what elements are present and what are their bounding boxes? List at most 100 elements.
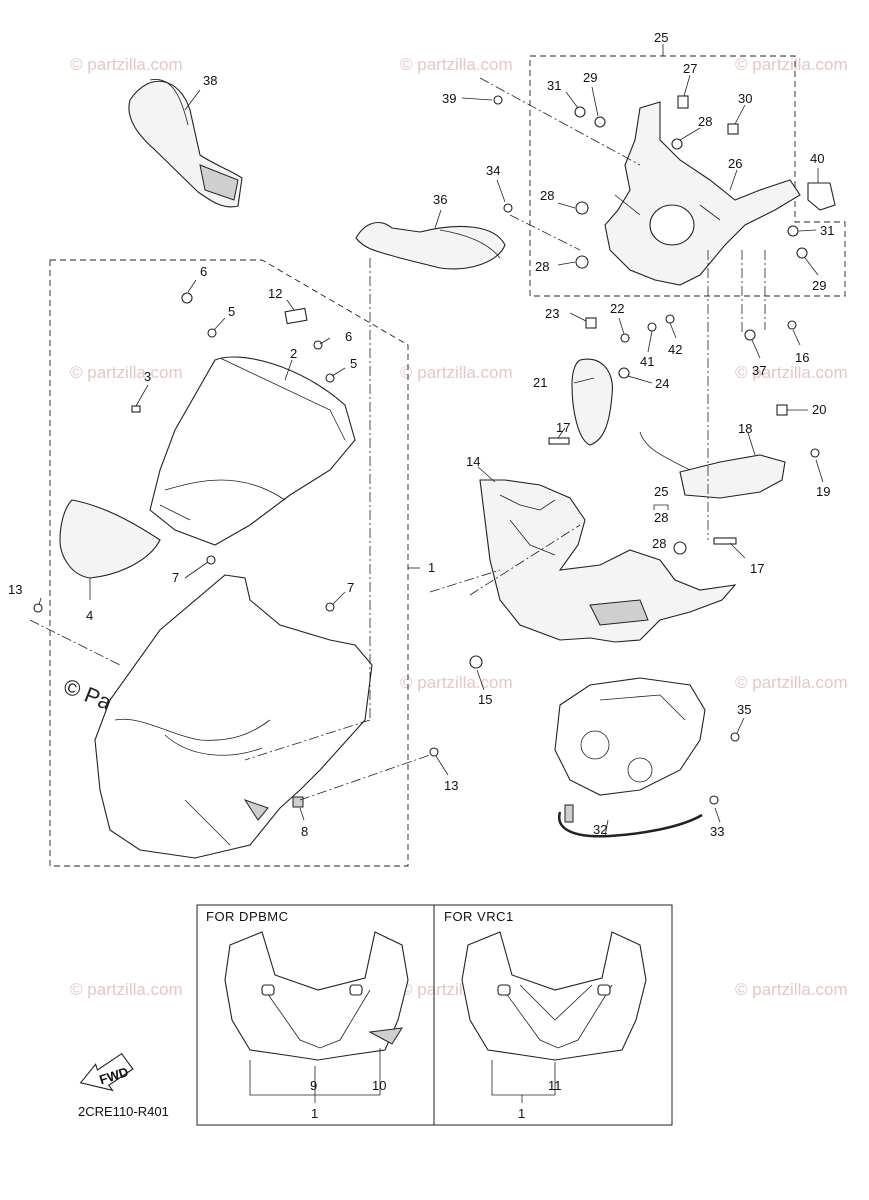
callout: 6 <box>345 329 352 344</box>
callout: 12 <box>268 286 282 301</box>
callout: 27 <box>683 61 697 76</box>
callout: 29 <box>812 278 826 293</box>
callout: 29 <box>583 70 597 85</box>
cable-part-32 <box>558 811 703 838</box>
callout: 28 <box>652 536 666 551</box>
callout: 42 <box>668 342 682 357</box>
group-box-25 <box>529 55 846 297</box>
callout: 21 <box>533 375 547 390</box>
mirror-part-36 <box>355 222 506 270</box>
wire-18 <box>639 431 691 471</box>
vent-left <box>497 984 511 996</box>
leader-lines <box>29 74 824 837</box>
callout: 1 <box>311 1106 318 1121</box>
inner-panel-part-14 <box>479 479 737 643</box>
callout: 28 <box>535 259 549 274</box>
callout: 35 <box>737 702 751 717</box>
diagram-code: 2CRE110-R401 <box>78 1104 169 1119</box>
vent-right <box>349 984 363 996</box>
watermark: © partzilla.com <box>735 363 848 382</box>
turn-signal-part-21 <box>571 358 613 446</box>
callout: 7 <box>172 570 179 585</box>
callout: 9 <box>310 1078 317 1093</box>
callout: 6 <box>200 264 207 279</box>
callout: 2 <box>290 346 297 361</box>
turn-signal-part-18 <box>679 454 786 499</box>
callout: 30 <box>738 91 752 106</box>
callout: 28 <box>654 510 668 525</box>
cowl-variant-dpbmc <box>224 931 409 1061</box>
callout: 15 <box>478 692 492 707</box>
watermark: © partzilla.com <box>735 55 848 74</box>
callout: 13 <box>444 778 458 793</box>
variant-title-dpbmc: FOR DPBMC <box>206 909 289 924</box>
fwd-arrow: FWD <box>79 1052 134 1092</box>
decal-part-10 <box>368 1027 403 1045</box>
windscreen-part-2 <box>149 356 356 546</box>
callout: 24 <box>655 376 669 391</box>
callout: 5 <box>350 356 357 371</box>
fasteners <box>33 95 820 808</box>
upper-cowling-part-1 <box>94 574 373 859</box>
callout: 3 <box>144 369 151 384</box>
bracket-leader <box>491 1060 556 1096</box>
callout: 4 <box>86 608 93 623</box>
callout: 1 <box>518 1106 525 1121</box>
cowl-line <box>264 989 371 1049</box>
callout: 8 <box>301 824 308 839</box>
cowl-variant-vrc1 <box>461 931 647 1061</box>
callout: 14 <box>466 454 480 469</box>
callout: 23 <box>545 306 559 321</box>
callout: 20 <box>812 402 826 417</box>
callout: 31 <box>547 78 561 93</box>
callout: 19 <box>816 484 830 499</box>
callout: 25 <box>654 484 668 499</box>
cowl-line <box>499 984 613 1049</box>
watermark: © partzilla.com <box>735 673 848 692</box>
callout: 32 <box>593 822 607 837</box>
callout: 31 <box>820 223 834 238</box>
watermark: © partzilla.com <box>70 55 183 74</box>
group-box-1 <box>49 259 409 867</box>
bracket-part-40 <box>807 182 836 211</box>
vent-right <box>597 984 611 996</box>
cowl-line <box>519 984 593 1021</box>
callout: 17 <box>556 420 570 435</box>
callout: 28 <box>698 114 712 129</box>
trim-part-4 <box>59 499 161 579</box>
callout: 25 <box>654 30 668 45</box>
watermark: © partzilla.com <box>400 55 513 74</box>
callout: 22 <box>610 301 624 316</box>
callout: 7 <box>347 580 354 595</box>
callouts: 1 2 3 4 5 5 6 6 7 7 8 12 13 13 14 15 16 … <box>8 30 834 839</box>
callout: 10 <box>372 1078 386 1093</box>
callout: 26 <box>728 156 742 171</box>
vent-left <box>261 984 275 996</box>
callout: 13 <box>8 582 22 597</box>
callout: 38 <box>203 73 217 88</box>
variant-title-vrc1: FOR VRC1 <box>444 909 514 924</box>
callout: 17 <box>750 561 764 576</box>
watermark: © partzilla.com <box>70 980 183 999</box>
variant-box: FOR DPBMC FOR VRC1 9 10 1 11 1 <box>196 904 673 1126</box>
bracket-stay-part-26 <box>604 101 801 286</box>
watermark: © partzilla.com <box>400 673 513 692</box>
callout: 41 <box>640 354 654 369</box>
callout: 11 <box>548 1078 562 1093</box>
callout: 5 <box>228 304 235 319</box>
watermark: © partzilla.com <box>70 363 183 382</box>
callout: 18 <box>738 421 752 436</box>
callout: 28 <box>540 188 554 203</box>
callout: 1 <box>428 560 435 575</box>
mirror-part-38 <box>128 79 243 208</box>
callout: 40 <box>810 151 824 166</box>
callout: 39 <box>442 91 456 106</box>
callout: 33 <box>710 824 724 839</box>
connector-32 <box>564 804 574 823</box>
headlight-part-35 <box>554 677 706 796</box>
callout: 16 <box>795 350 809 365</box>
callout: 34 <box>486 163 500 178</box>
watermark: © partzilla.com <box>735 980 848 999</box>
watermark: © partzilla.com <box>400 363 513 382</box>
